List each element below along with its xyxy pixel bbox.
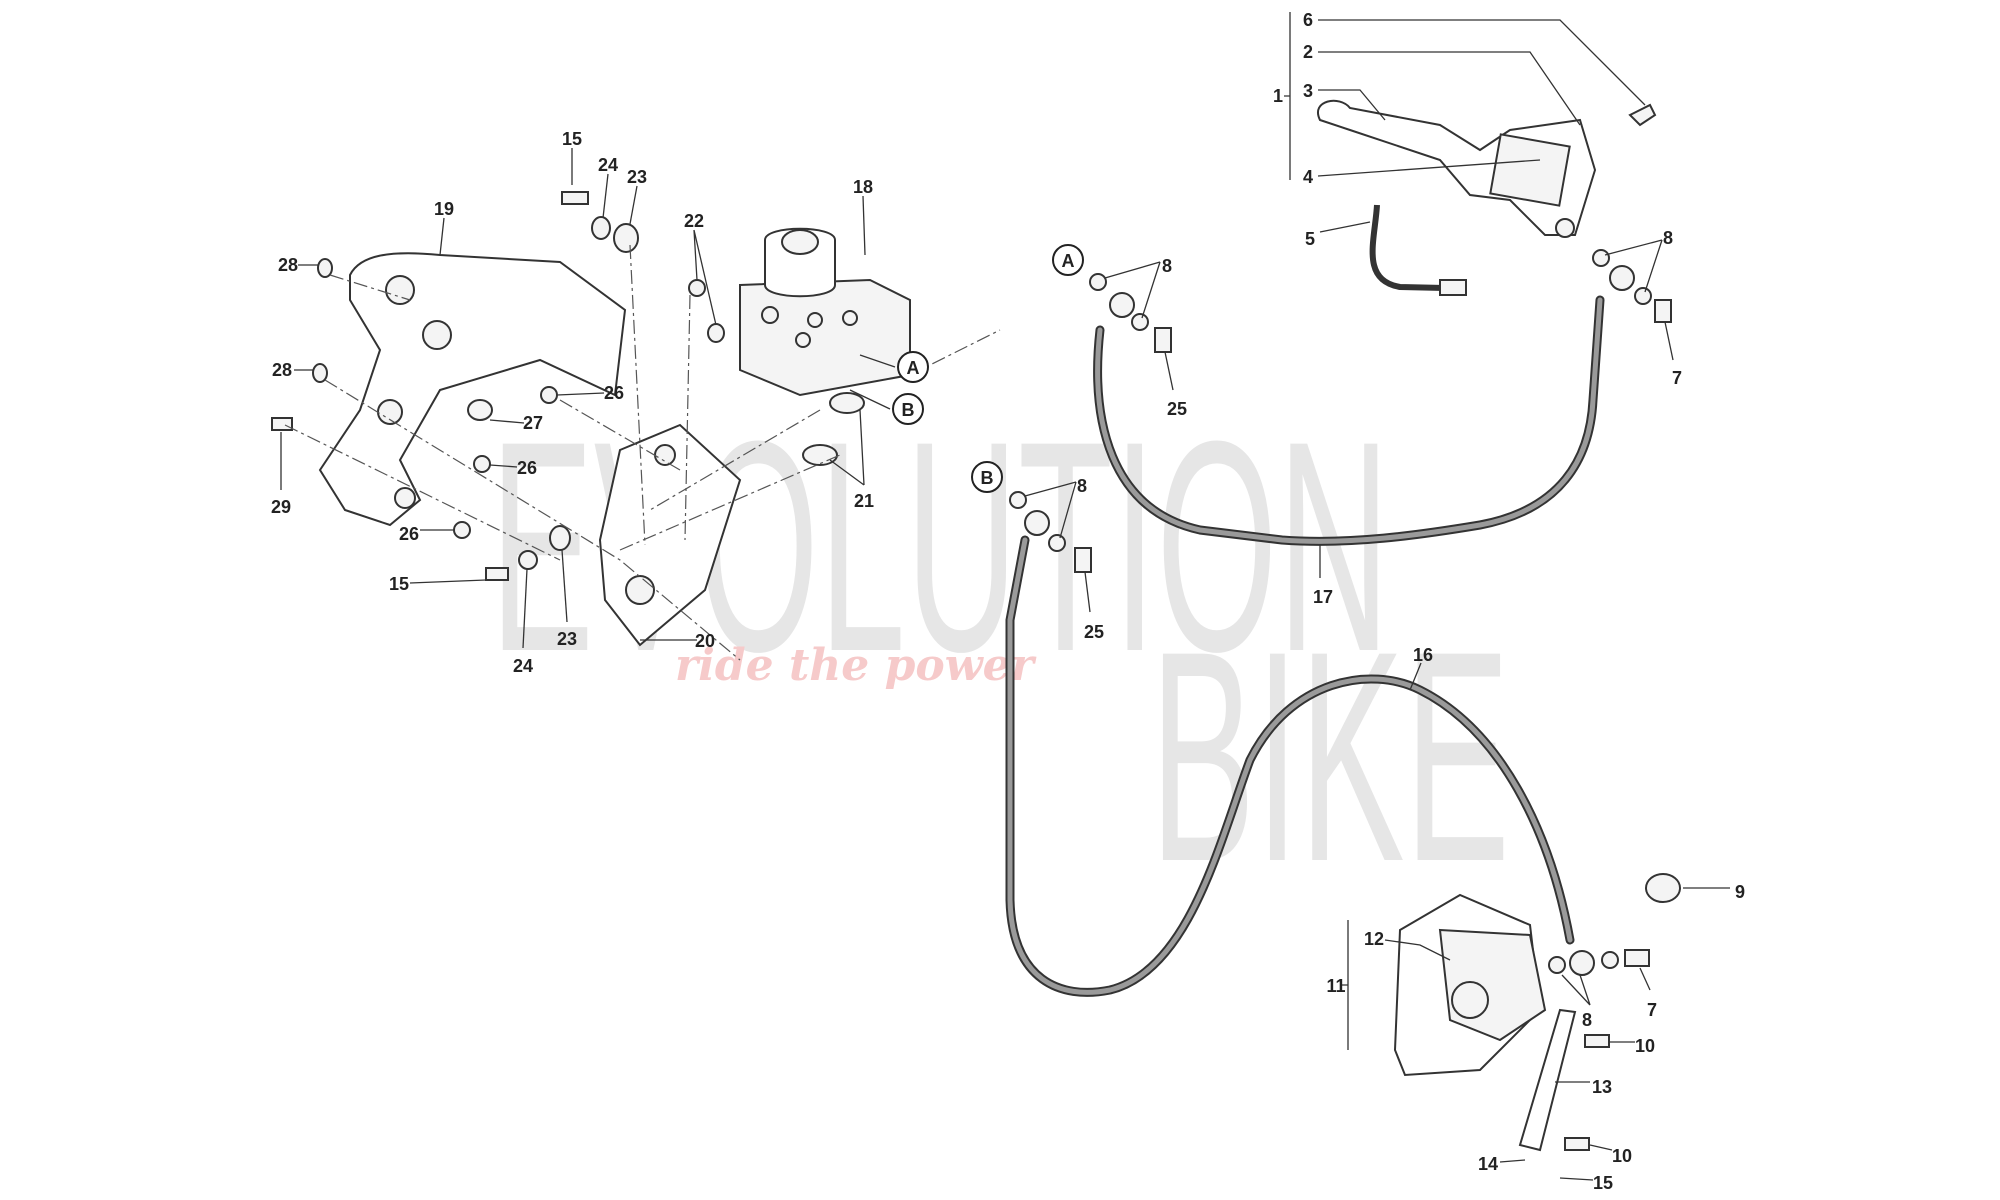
label: 28 xyxy=(272,360,292,380)
label: 15 xyxy=(389,574,409,594)
label: 26 xyxy=(399,524,419,544)
hose-clamp-9 xyxy=(1645,873,1681,903)
label: 5 xyxy=(1305,229,1315,249)
rubber-cap-21 xyxy=(829,392,865,414)
label: 3 xyxy=(1303,81,1313,101)
label: 15 xyxy=(562,129,582,149)
label: 9 xyxy=(1735,882,1745,902)
label: 14 xyxy=(1478,1154,1498,1174)
label: 27 xyxy=(523,413,543,433)
label: 17 xyxy=(1313,587,1333,607)
label: 20 xyxy=(695,631,715,651)
label: 7 xyxy=(1672,368,1682,388)
label: 1 xyxy=(1273,86,1283,106)
label: 8 xyxy=(1582,1010,1592,1030)
label: 10 xyxy=(1612,1146,1632,1166)
label: 8 xyxy=(1663,228,1673,248)
label: 12 xyxy=(1364,929,1384,949)
label: 6 xyxy=(1303,10,1313,30)
brake-light-switch-5 xyxy=(1369,204,1467,296)
svg-text:A: A xyxy=(907,358,920,378)
fittings-right xyxy=(1009,249,1672,1151)
label: 25 xyxy=(1084,622,1104,642)
callout-a-hose: A xyxy=(1052,244,1084,276)
label: 8 xyxy=(1077,476,1087,496)
label: 23 xyxy=(557,629,577,649)
fasteners-left xyxy=(271,191,725,581)
label: 28 xyxy=(278,255,298,275)
label: 7 xyxy=(1647,1000,1657,1020)
brake-master-cylinder-1 xyxy=(1317,99,1657,238)
callout-b-hose: B xyxy=(971,461,1003,493)
label: 15 xyxy=(1593,1173,1613,1193)
label: 24 xyxy=(598,155,618,175)
label: 18 xyxy=(853,177,873,197)
abs-cover-19 xyxy=(318,252,627,527)
label: 19 xyxy=(434,199,454,219)
caliper-bracket-13 xyxy=(1518,1008,1577,1152)
watermark-slogan: ride the power xyxy=(675,640,1037,691)
brake-hose-17 xyxy=(1093,295,1605,546)
label: 23 xyxy=(627,167,647,187)
label: 22 xyxy=(684,211,704,231)
abs-modulator-18 xyxy=(739,227,911,397)
svg-text:B: B xyxy=(902,400,915,420)
abs-bracket-20 xyxy=(598,423,742,647)
label: 13 xyxy=(1592,1077,1612,1097)
part-labels: 1 2 3 4 5 6 7 7 8 8 8 8 9 10 10 11 12 13… xyxy=(271,10,1745,1193)
callout-a-right: A xyxy=(897,351,929,383)
label: 2 xyxy=(1303,42,1313,62)
label: 21 xyxy=(854,491,874,511)
label: 10 xyxy=(1635,1036,1655,1056)
brake-caliper-11 xyxy=(1393,893,1547,1077)
label: 26 xyxy=(517,458,537,478)
label: 4 xyxy=(1303,167,1313,187)
label: 24 xyxy=(513,656,533,676)
label: 29 xyxy=(271,497,291,517)
callout-b-right: B xyxy=(892,393,924,425)
assembly-lines-left xyxy=(284,244,1001,661)
brake-hose-16 xyxy=(1005,535,1575,997)
label: 26 xyxy=(604,383,624,403)
svg-text:A: A xyxy=(1062,251,1075,271)
svg-text:B: B xyxy=(981,468,994,488)
label: 8 xyxy=(1162,256,1172,276)
watermark-brand-bike: BIKE xyxy=(1150,588,1510,924)
label: 16 xyxy=(1413,645,1433,665)
leader-lines xyxy=(280,12,1730,1181)
label: 25 xyxy=(1167,399,1187,419)
label: 11 xyxy=(1326,976,1345,996)
